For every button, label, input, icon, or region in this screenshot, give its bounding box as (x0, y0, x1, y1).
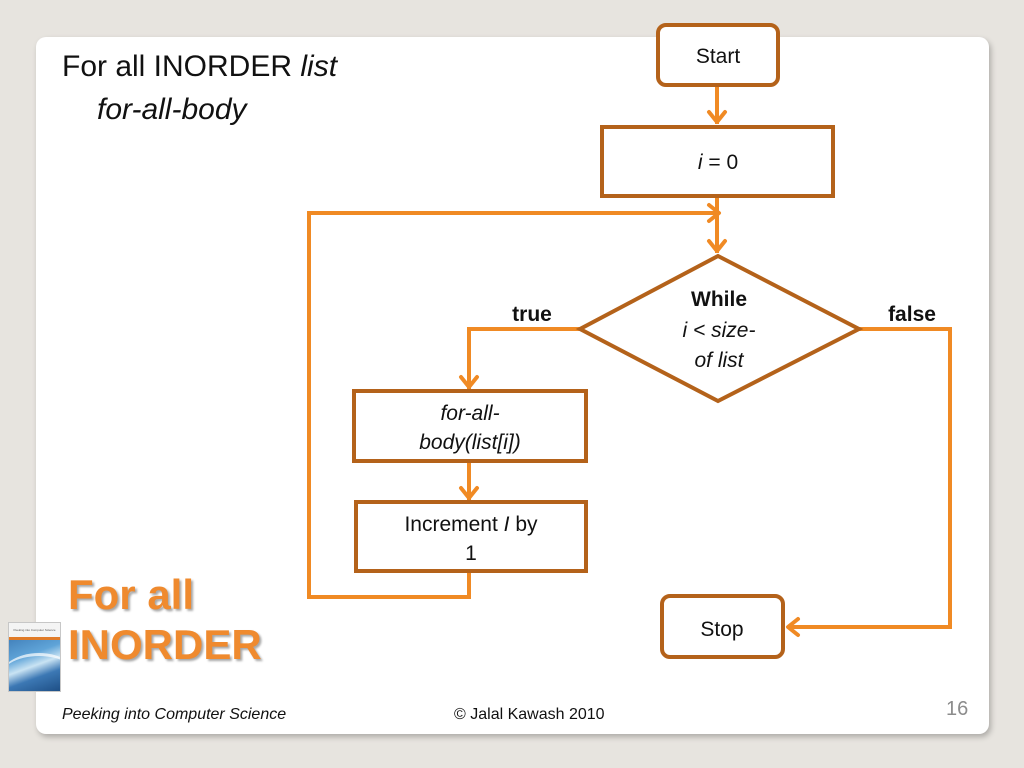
start-label: Start (696, 45, 741, 68)
arrowhead-loop (707, 203, 721, 223)
increment-line-2: 1 (465, 542, 477, 565)
body-line-1: for-all- (440, 402, 499, 425)
section-title-line-1: For all (68, 571, 195, 618)
loop-back-line (307, 211, 719, 599)
section-title: For all INORDER (68, 570, 262, 670)
false-label: false (888, 303, 936, 326)
slide-subtitle: for-all-body (97, 93, 247, 126)
init-node (600, 125, 835, 198)
page-number: 16 (946, 698, 969, 720)
body-node (352, 389, 588, 463)
title-list-word: list (300, 50, 338, 83)
slide-title: For all INORDER list (62, 50, 337, 84)
body-line-2: body(list[i]) (419, 431, 521, 454)
increment-line-1: Increment I by (404, 513, 538, 536)
decision-var: i (683, 319, 689, 342)
arrowhead-increment (459, 486, 479, 500)
arrowhead-init (707, 110, 727, 124)
arrowhead-decision (707, 239, 727, 253)
init-var: i (698, 151, 704, 174)
arrowhead-stop (786, 617, 800, 637)
book-cover-stripe (9, 637, 60, 640)
decision-line-2: i < size- (683, 319, 756, 342)
book-cover-band: Peeking into Computer Science (9, 623, 60, 637)
stop-label: Stop (700, 618, 743, 641)
init-rest: = 0 (703, 151, 739, 174)
increment-var: I (504, 513, 510, 536)
init-label: i = 0 (698, 151, 738, 174)
decision-line-1: While (691, 288, 747, 311)
increment-node (354, 500, 588, 573)
section-title-line-2: INORDER (68, 621, 262, 668)
footer-book-title: Peeking into Computer Science (62, 706, 287, 723)
increment-prefix: Increment (404, 513, 503, 536)
decision-line-3: of list (694, 349, 744, 372)
book-cover-image: Peeking into Computer Science (8, 622, 61, 692)
arrow-true-branch (467, 327, 580, 389)
stop-node (660, 594, 785, 659)
title-prefix: For all INORDER (62, 50, 301, 83)
arrow-false-branch (788, 327, 952, 629)
decision-rest: < size- (687, 319, 755, 342)
true-label: true (512, 303, 552, 326)
footer-copyright: © Jalal Kawash 2010 (454, 706, 605, 723)
arrowhead-body (459, 375, 479, 389)
increment-suffix: by (510, 513, 539, 536)
book-cover-arc (9, 653, 60, 691)
start-node (656, 23, 780, 87)
while-decision-node (575, 253, 864, 404)
